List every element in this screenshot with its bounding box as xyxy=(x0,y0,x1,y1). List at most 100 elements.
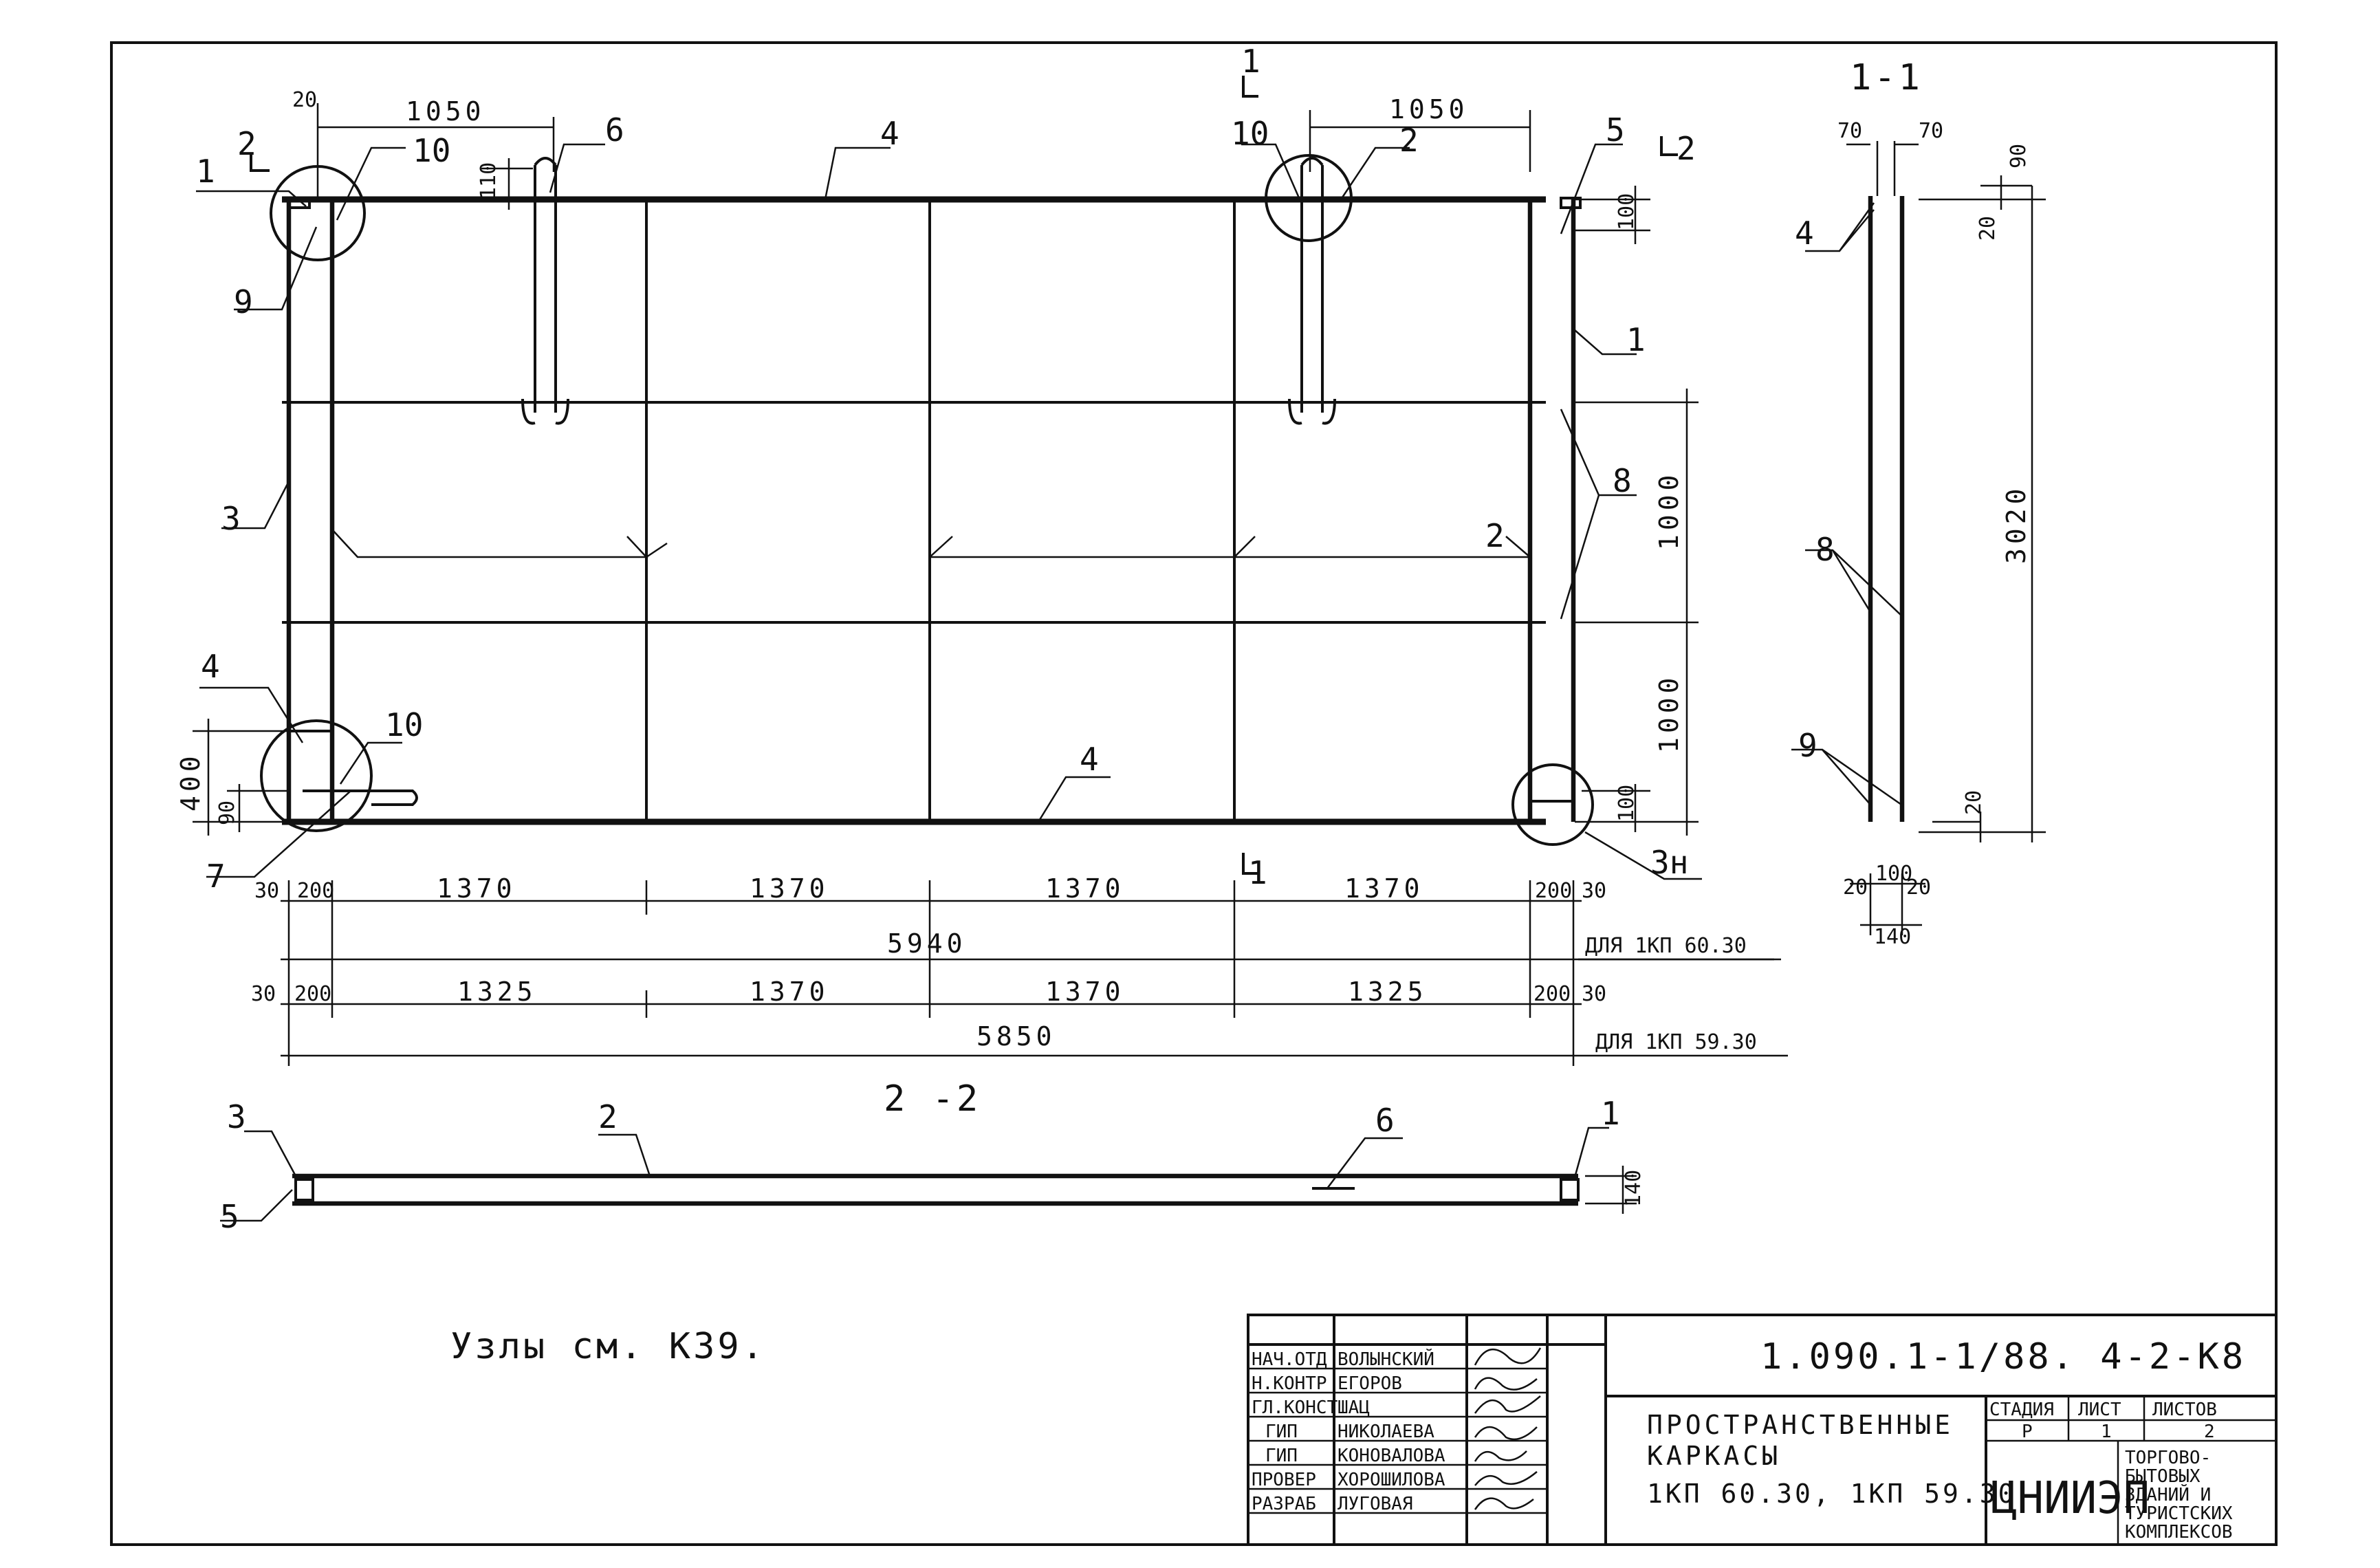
tb-sheets-header: ЛИСТОВ xyxy=(2152,1400,2217,1420)
tb-org: ЦНИИЭП xyxy=(1991,1473,2150,1524)
dim-row2-6: 200 xyxy=(1533,982,1571,1006)
tb-stage: Р xyxy=(2022,1422,2033,1442)
dim-row1-1: 200 xyxy=(297,879,334,903)
pos-label-5: 5 xyxy=(1606,111,1625,149)
pos-label-3n: 3н xyxy=(1650,844,1688,881)
sec11-dim-right-top: 90 xyxy=(2007,144,2031,168)
pos-label-4-bottom: 4 xyxy=(1080,741,1099,778)
sheet-frame xyxy=(110,41,2278,1546)
sec11-dim-top-a: 70 xyxy=(1837,119,1862,143)
dim-row1-7: 30 xyxy=(1582,879,1606,903)
dim-for2: ДЛЯ 1КП 59.30 xyxy=(1595,1030,1757,1054)
pos-label-1-right: 1 xyxy=(1626,321,1646,358)
sec11-label-9: 9 xyxy=(1798,727,1817,764)
tb-name-3: НИКОЛАЕВА xyxy=(1338,1422,1434,1442)
tb-org-desc-0: ТОРГОВО- xyxy=(2125,1448,2211,1468)
title-block xyxy=(1247,1314,2278,1546)
tb-role-5: ПРОВЕР xyxy=(1252,1470,1316,1490)
pos-label-2-mid: 2 xyxy=(1485,517,1505,554)
sec11-dim-20a: 20 xyxy=(1976,216,2000,241)
dim-right-corner: 100 xyxy=(1615,785,1639,822)
tb-sheet-header: ЛИСТ xyxy=(2078,1400,2121,1420)
section-2-2 xyxy=(220,1126,1637,1222)
sec11-dim-width: 140 xyxy=(1874,925,1911,949)
signatures xyxy=(1474,1347,1542,1510)
lifting-loop-right xyxy=(1288,157,1336,425)
dim-total1: 5940 xyxy=(887,928,967,959)
tb-name-4: КОНОВАЛОВА xyxy=(1338,1446,1445,1466)
tb-org-desc-4: КОМПЛЕКСОВ xyxy=(2125,1522,2233,1543)
dim-row1-2: 1370 xyxy=(437,873,516,904)
dims-left xyxy=(193,719,289,836)
sec11-label-4: 4 xyxy=(1795,215,1814,252)
dim-left-small: 90 xyxy=(215,801,239,825)
dim-row1-5: 1370 xyxy=(1344,873,1424,904)
pos-label-6: 6 xyxy=(605,111,624,149)
tb-role-1: Н.КОНТР xyxy=(1252,1373,1327,1394)
sec22-label-3: 3 xyxy=(227,1098,246,1135)
tb-name-1: ЕГОРОВ xyxy=(1338,1373,1402,1394)
sec11-dim-bottom-c: 20 xyxy=(1906,875,1931,900)
dim-right-top: 100 xyxy=(1615,193,1639,230)
dim-row2-2: 1325 xyxy=(457,977,537,1007)
tb-name-6: ЛУГОВАЯ xyxy=(1338,1494,1413,1514)
section-2-2-title: 2 -2 xyxy=(884,1078,981,1120)
section-1-1 xyxy=(1791,141,2046,935)
sec22-label-5: 5 xyxy=(220,1198,239,1235)
dim-top-left-offset: 20 xyxy=(292,88,317,112)
dim-top-left-span: 1050 xyxy=(406,96,485,127)
dim-row2-4: 1370 xyxy=(1045,977,1125,1007)
pos-label-3: 3 xyxy=(221,500,241,537)
tb-org-desc-3: ТУРИСТСКИХ xyxy=(2125,1503,2233,1524)
pos-label-8: 8 xyxy=(1613,462,1632,499)
pos-label-4-top: 4 xyxy=(880,115,899,152)
main-elevation xyxy=(260,154,1594,846)
dims-right xyxy=(1571,186,1699,836)
dim-hook-height: 110 xyxy=(477,162,501,199)
sec22-label-1: 1 xyxy=(1601,1095,1620,1132)
section-1-1-title: 1-1 xyxy=(1850,57,1923,98)
tb-role-0: НАЧ.ОТД xyxy=(1252,1349,1327,1370)
pos-label-9: 9 xyxy=(234,283,253,320)
sec11-dim-20b: 20 xyxy=(1962,790,1986,815)
tb-name-5: ХОРОШИЛОВА xyxy=(1338,1470,1445,1490)
leaders xyxy=(196,143,1702,880)
dim-left-height: 400 xyxy=(175,752,206,812)
pos-label-10-topleft: 10 xyxy=(413,132,450,169)
dim-row1-3: 1370 xyxy=(750,873,829,904)
cut-mark-1-top: 1 xyxy=(1241,43,1260,80)
dims-top xyxy=(250,76,1678,875)
pos-label-10-topright: 10 xyxy=(1231,115,1269,152)
dim-right-bottom-lower: 1000 xyxy=(1654,673,1684,753)
cut-mark-2-right: 2 xyxy=(1677,130,1696,167)
dim-row1-6: 200 xyxy=(1535,879,1572,903)
pos-label-7: 7 xyxy=(206,858,226,895)
tb-title-line-0: ПРОСТРАНСТВЕННЫЕ xyxy=(1647,1410,1954,1440)
tb-stage-header: СТАДИЯ xyxy=(1989,1400,2054,1420)
tb-role-4: ГИП xyxy=(1265,1446,1298,1466)
sec22-dim-height: 140 xyxy=(1622,1170,1646,1207)
dim-row2-5: 1325 xyxy=(1348,977,1428,1007)
dim-row2-3: 1370 xyxy=(750,977,829,1007)
sec11-dim-height: 3020 xyxy=(2001,484,2031,564)
dim-total2: 5850 xyxy=(976,1021,1056,1052)
cut-mark-1-bottom: 1 xyxy=(1248,854,1267,891)
tb-role-3: ГИП xyxy=(1265,1422,1298,1442)
note-nodes: Узлы см. К39. xyxy=(450,1326,766,1367)
cut-mark-2-left: 2 xyxy=(237,125,256,162)
dim-top-right-span: 1050 xyxy=(1389,94,1469,124)
tb-doc-code: 1.090.1-1/88. 4-2-К8 xyxy=(1760,1336,2246,1378)
tb-title-line-1: КАРКАСЫ xyxy=(1647,1441,1781,1471)
sec22-label-6: 6 xyxy=(1375,1102,1395,1139)
tb-sheets: 2 xyxy=(2204,1422,2215,1442)
tb-name-2: ШАЦ xyxy=(1338,1397,1370,1418)
dim-row2-0: 30 xyxy=(251,982,276,1006)
dims-bottom xyxy=(281,880,1788,1066)
sec11-dim-bottom-a: 20 xyxy=(1843,875,1868,900)
pos-label-4-left: 4 xyxy=(201,648,220,685)
tb-role-6: РАЗРАБ xyxy=(1252,1494,1316,1514)
dim-row2-1: 200 xyxy=(294,982,331,1006)
pos-label-10-bottomleft: 10 xyxy=(385,706,423,743)
dim-right-lower: 1000 xyxy=(1654,470,1684,550)
